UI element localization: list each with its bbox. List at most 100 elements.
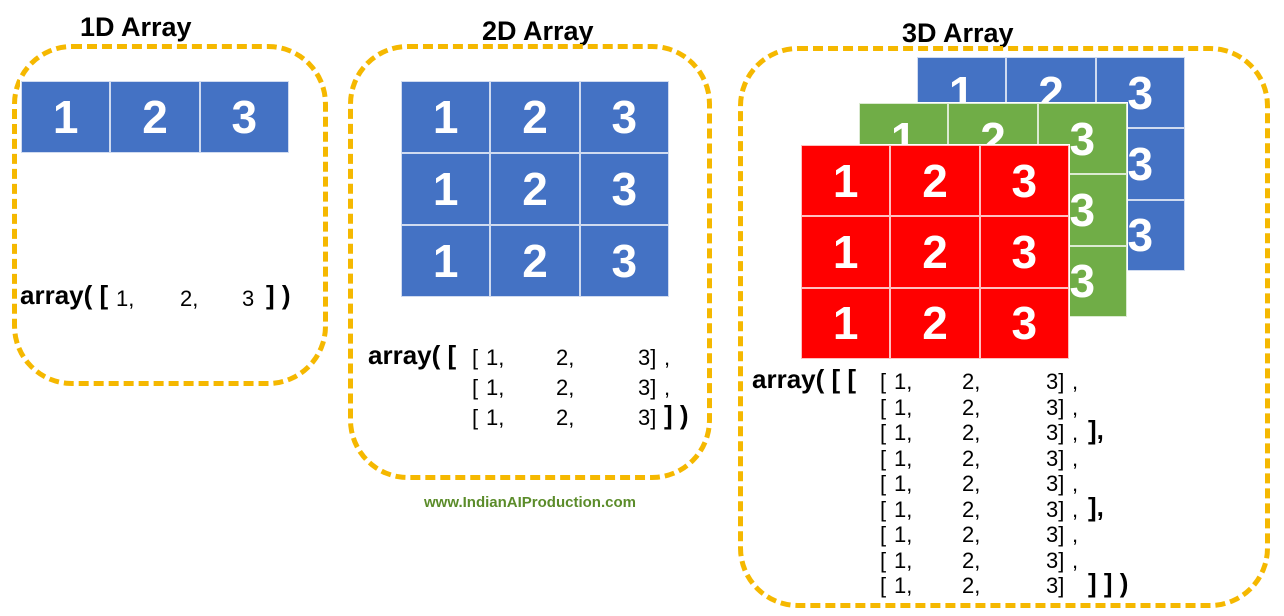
array-cell: 2 bbox=[490, 153, 580, 225]
code-row-v1: 1, bbox=[894, 496, 913, 522]
code-row-v3: 3] bbox=[638, 375, 657, 400]
code-row-v2: 2, bbox=[556, 345, 575, 370]
array-cell: 2 bbox=[490, 225, 580, 297]
array-cell: 2 bbox=[490, 81, 580, 153]
frame-3d bbox=[738, 46, 1270, 608]
array-cell: 3 bbox=[979, 287, 1069, 359]
title-1d: 1D Array bbox=[80, 12, 192, 42]
array-cell: 1 bbox=[801, 216, 891, 288]
code-row-close: ], bbox=[1088, 415, 1104, 445]
code-row-v3: 3] bbox=[1046, 547, 1065, 573]
code-row-v2: 2, bbox=[962, 394, 981, 420]
code-row-v2: 2, bbox=[962, 369, 981, 394]
code-row-v2: 2, bbox=[962, 445, 981, 471]
array-cell: 1 bbox=[401, 81, 491, 153]
code-row-v1: 1, bbox=[486, 345, 505, 370]
code-row-v1: 1, bbox=[894, 573, 913, 598]
array-cell: 2 bbox=[890, 287, 980, 359]
array-cell: 2 bbox=[110, 81, 200, 153]
code-row-tail: , bbox=[1072, 471, 1079, 496]
code-row-open: [ bbox=[880, 573, 887, 598]
array-cell: 3 bbox=[579, 153, 669, 225]
code-row-v1: 1, bbox=[486, 405, 505, 430]
code-row-v1: 1, bbox=[894, 394, 913, 420]
code-row-tail: , bbox=[1072, 394, 1079, 420]
array-cell: 1 bbox=[401, 153, 491, 225]
array-cell: 1 bbox=[21, 81, 111, 153]
code-row-v1: 1, bbox=[894, 471, 913, 496]
code-2d-open: array( [ bbox=[368, 340, 457, 370]
code-row-tail: , bbox=[1072, 369, 1079, 394]
code-1d-v2: 2, bbox=[180, 286, 199, 311]
code-row-v3: 3] bbox=[1046, 496, 1065, 522]
footer-link[interactable]: www.IndianAIProduction.com bbox=[424, 494, 636, 511]
code-row-v3: 3] bbox=[638, 345, 657, 370]
code-1d: array( [ 1, 2, 3 ] ) bbox=[20, 282, 291, 444]
code-row-v1: 1, bbox=[894, 420, 913, 445]
code-row-v3: 3] bbox=[1046, 420, 1065, 445]
code-row-open: [ bbox=[880, 445, 887, 471]
code-row-v1: 1, bbox=[486, 375, 505, 400]
code-1d-open: array( [ bbox=[20, 280, 109, 310]
code-row-v3: 3] bbox=[638, 405, 657, 430]
code-row-close: ], bbox=[1088, 491, 1104, 522]
code-3d-open: array( [ [ bbox=[752, 364, 857, 394]
code-row-v3: 3] bbox=[1046, 369, 1065, 394]
code-row-open: [ bbox=[472, 375, 479, 400]
code-row-open: [ bbox=[880, 471, 887, 496]
code-row-open: [ bbox=[880, 547, 887, 573]
code-row-v1: 1, bbox=[894, 547, 913, 573]
code-row-tail: , bbox=[1072, 547, 1079, 573]
code-row-tail: , bbox=[664, 345, 671, 370]
code-row-v3: 3] bbox=[1046, 522, 1065, 547]
array-cell: 1 bbox=[801, 145, 891, 217]
code-row-open: [ bbox=[880, 522, 887, 547]
code-row-v2: 2, bbox=[962, 547, 981, 573]
code-row-tail: ] ) bbox=[664, 400, 689, 430]
code-row-open: [ bbox=[880, 394, 887, 420]
code-3d: array( [ [ [1, 2, 3], [1, 2, 3], [1, 2, 3],], [1,… bbox=[752, 366, 1128, 599]
array-cell: 2 bbox=[890, 145, 980, 217]
code-row-v1: 1, bbox=[894, 522, 913, 547]
code-row-v2: 2, bbox=[962, 496, 981, 522]
array-cell: 3 bbox=[1037, 103, 1127, 175]
code-row-v3: 3] bbox=[1046, 471, 1065, 496]
code-row-v2: 2, bbox=[556, 375, 575, 400]
frame-1d bbox=[12, 44, 328, 386]
code-row-open: [ bbox=[880, 420, 887, 445]
code-row-v3: 3] bbox=[1046, 394, 1065, 420]
code-row-open: [ bbox=[880, 496, 887, 522]
code-row-tail: , bbox=[1072, 522, 1079, 547]
code-row-tail: , bbox=[1072, 445, 1079, 471]
code-row-v2: 2, bbox=[962, 573, 981, 598]
code-row-open: [ bbox=[472, 405, 479, 430]
title-2d: 2D Array bbox=[482, 16, 594, 46]
code-1d-v3: 3 bbox=[242, 286, 255, 311]
code-row-close: ] ] ) bbox=[1088, 568, 1129, 598]
code-row-v3: 3] bbox=[1046, 573, 1065, 598]
title-3d: 3D Array bbox=[902, 18, 1014, 48]
array-cell: 2 bbox=[890, 216, 980, 288]
code-row-open: [ bbox=[472, 345, 479, 370]
code-row-open: [ bbox=[880, 369, 887, 394]
array-cell: 3 bbox=[199, 81, 289, 153]
code-1d-v1: 1, bbox=[116, 286, 135, 311]
array-cell: 3 bbox=[979, 216, 1069, 288]
code-row-tail: , bbox=[1072, 420, 1079, 445]
code-row-v2: 2, bbox=[962, 522, 981, 547]
frame-2d bbox=[348, 44, 712, 480]
code-row-v2: 2, bbox=[962, 471, 981, 496]
code-row-v3: 3] bbox=[1046, 445, 1065, 471]
array-cell: 3 bbox=[579, 81, 669, 153]
array-cell: 1 bbox=[401, 225, 491, 297]
code-row-v2: 2, bbox=[962, 420, 981, 445]
code-row-tail: , bbox=[1072, 496, 1079, 522]
code-row-v2: 2, bbox=[556, 405, 575, 430]
code-row-tail: , bbox=[664, 375, 671, 400]
code-row-v1: 1, bbox=[894, 369, 913, 394]
code-1d-close: ] ) bbox=[266, 280, 291, 310]
code-row-v1: 1, bbox=[894, 445, 913, 471]
